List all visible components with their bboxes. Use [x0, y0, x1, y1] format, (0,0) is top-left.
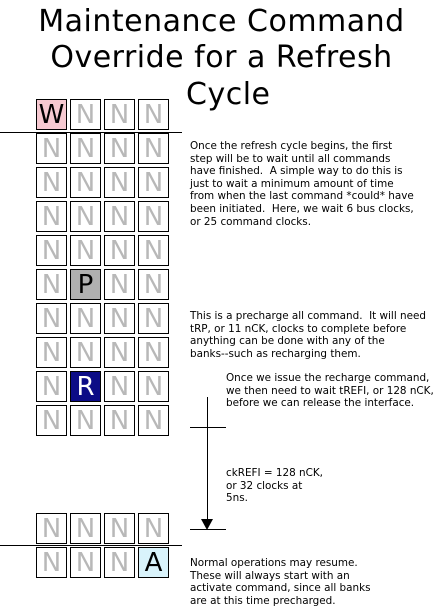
precharge-cell: P: [70, 269, 101, 300]
nop-cell: N: [104, 513, 135, 544]
nop-cell: N: [36, 235, 67, 266]
title-line-3: Cycle: [186, 77, 271, 112]
nop-cell: N: [70, 303, 101, 334]
nop-cell: N: [70, 337, 101, 368]
activate-cell: A: [138, 547, 169, 578]
nop-cell: N: [104, 337, 135, 368]
nop-cell: N: [70, 133, 101, 164]
nop-cell: N: [36, 405, 67, 436]
nop-cell: N: [36, 269, 67, 300]
nop-cell: N: [104, 303, 135, 334]
nop-cell: N: [104, 99, 135, 130]
nop-cell: N: [138, 513, 169, 544]
nop-cell: N: [36, 201, 67, 232]
nop-cell: N: [70, 167, 101, 198]
nop-cell: N: [104, 371, 135, 402]
nop-cell: N: [104, 405, 135, 436]
nop-cell: N: [104, 133, 135, 164]
release-line: [0, 545, 182, 546]
nop-cell: N: [104, 201, 135, 232]
nop-cell: N: [36, 167, 67, 198]
note-precharge: This is a precharge all command. It will…: [190, 310, 426, 360]
nop-cell: N: [138, 167, 169, 198]
nop-cell: N: [70, 405, 101, 436]
title-line-1: Maintenance Command: [38, 4, 405, 39]
write-cell: W: [36, 99, 67, 130]
nop-cell: N: [104, 235, 135, 266]
nop-cell: N: [36, 547, 67, 578]
wait-bracket-top: [190, 427, 226, 428]
nop-cell: N: [138, 337, 169, 368]
note-resume: Normal operations may resume. These will…: [190, 557, 371, 607]
nop-cell: N: [138, 405, 169, 436]
nop-cell: N: [138, 269, 169, 300]
note-wait-commands: Once the refresh cycle begins, the first…: [190, 140, 414, 228]
note-refresh: Once we issue the recharge command, we t…: [226, 372, 434, 410]
refresh-start-line: [0, 132, 182, 133]
nop-cell: N: [104, 167, 135, 198]
refresh-cell: R: [70, 371, 101, 402]
nop-cell: N: [70, 99, 101, 130]
nop-cell: N: [138, 303, 169, 334]
nop-cell: N: [138, 201, 169, 232]
nop-cell: N: [104, 547, 135, 578]
nop-cell: N: [104, 269, 135, 300]
note-ckrefi: ckREFI = 128 nCK, or 32 clocks at 5ns.: [226, 467, 323, 505]
wait-bracket-bottom: [190, 529, 226, 530]
nop-cell: N: [138, 133, 169, 164]
nop-cell: N: [138, 235, 169, 266]
wait-arrow-shaft: [207, 397, 208, 523]
nop-cell: N: [36, 513, 67, 544]
nop-cell: N: [70, 201, 101, 232]
nop-cell: N: [70, 235, 101, 266]
nop-cell: N: [36, 337, 67, 368]
title-line-2: Override for a Refresh: [50, 40, 393, 75]
nop-cell: N: [36, 133, 67, 164]
nop-cell: N: [70, 513, 101, 544]
nop-cell: N: [36, 303, 67, 334]
nop-cell: N: [138, 371, 169, 402]
nop-cell: N: [36, 371, 67, 402]
nop-cell: N: [70, 547, 101, 578]
nop-cell: N: [138, 99, 169, 130]
